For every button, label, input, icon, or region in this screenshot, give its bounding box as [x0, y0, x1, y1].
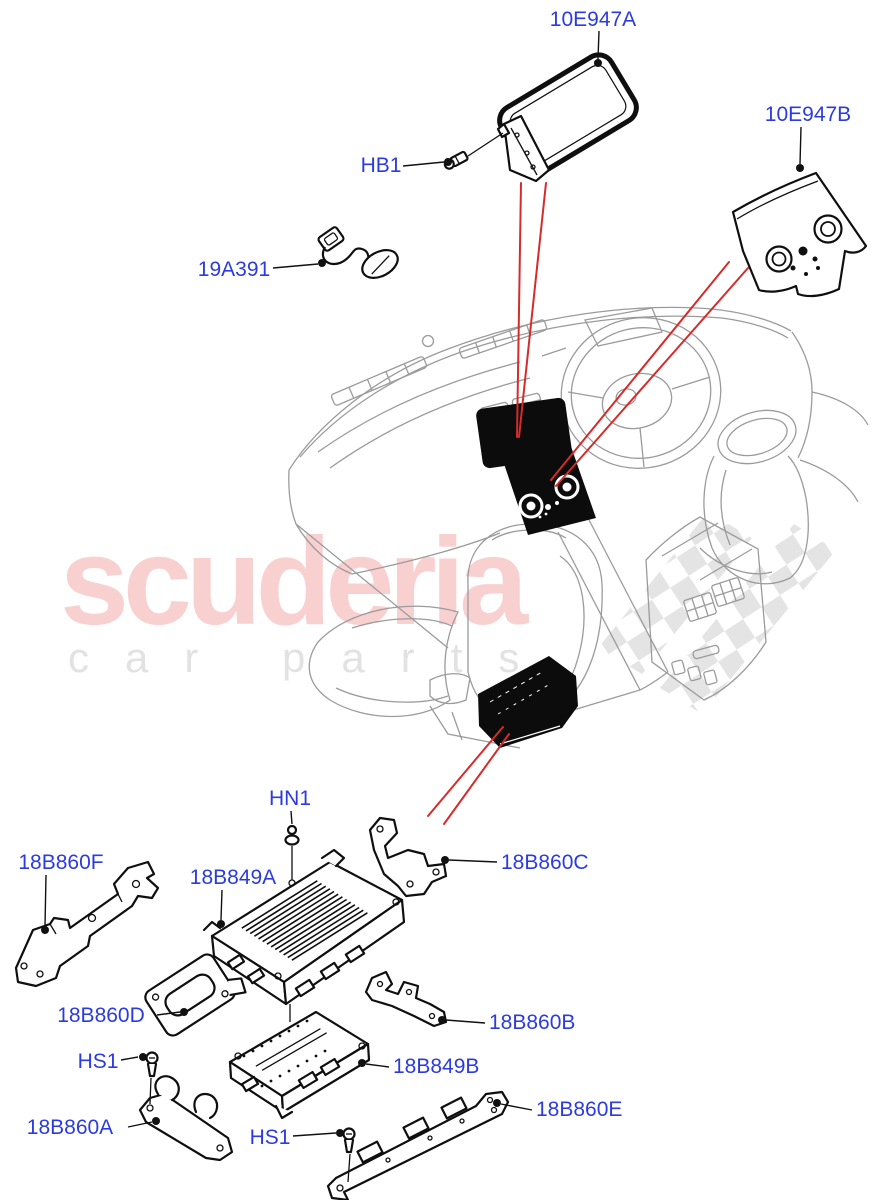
leader-line — [120, 1056, 139, 1061]
control-panel-drawing — [731, 171, 868, 298]
leader-line — [402, 161, 445, 167]
callout-18B849B: 18B849B — [358, 1055, 479, 1078]
callout-HB1: HB1 — [361, 154, 452, 177]
leader-dot — [41, 926, 49, 934]
part-label-18B860C[interactable]: 18B860C — [501, 851, 589, 874]
leader-dot — [217, 920, 225, 928]
leader-dot — [152, 1117, 160, 1125]
leader-dot — [438, 1016, 446, 1024]
leader-line — [448, 859, 498, 863]
callout-18B860E: 18B860E — [493, 1098, 622, 1121]
leader-line — [597, 30, 600, 60]
leader-line — [272, 263, 319, 269]
bracket-18B860B-drawing — [364, 970, 448, 1028]
callout-10E947A: 10E947A — [550, 8, 636, 67]
bracket-18B860E-drawing — [326, 1090, 510, 1200]
leader-dot — [358, 1059, 366, 1067]
red-locator-lines — [427, 182, 749, 825]
part-label-10E947B[interactable]: 10E947B — [765, 103, 851, 126]
leader-line — [290, 810, 293, 825]
callout-18B860F: 18B860F — [18, 851, 104, 934]
part-label-19A391[interactable]: 19A391 — [198, 258, 270, 281]
leader-line — [220, 889, 223, 921]
watermark: scuderia car parts — [60, 512, 836, 714]
checkered-flag-watermark — [598, 512, 836, 714]
leader-dot — [441, 856, 449, 864]
leader-line — [500, 1103, 533, 1111]
callout-HS1-upper: HS1 — [78, 1050, 147, 1073]
callout-18B860C: 18B860C — [441, 851, 589, 874]
part-label-18B860B[interactable]: 18B860B — [489, 1011, 575, 1034]
bracket-18B860A-drawing — [138, 1075, 234, 1162]
part-label-18B860A[interactable]: 18B860A — [27, 1116, 113, 1139]
display-unit-drawing — [467, 52, 639, 183]
part-label-18B860D[interactable]: 18B860D — [57, 1004, 145, 1027]
callout-HS1-lower: HS1 — [250, 1126, 344, 1149]
callouts: 10E947A 10E947B HB1 19A391 HN1 18B860F — [18, 8, 851, 1149]
leader-dot — [139, 1053, 147, 1061]
callout-HN1: HN1 — [269, 787, 311, 825]
bracket-18B860D-drawing — [144, 953, 247, 1037]
leader-dot — [180, 1008, 188, 1016]
bracket-18B860C-drawing — [368, 816, 448, 898]
part-label-HS1-upper[interactable]: HS1 — [78, 1050, 119, 1073]
passenger-seat-drawing — [699, 409, 809, 585]
part-label-18B860F[interactable]: 18B860F — [18, 851, 103, 874]
leader-line — [44, 874, 47, 927]
leader-dot — [796, 164, 804, 172]
part-label-HS1-lower[interactable]: HS1 — [250, 1126, 291, 1149]
dash-control-panel-highlight — [500, 438, 596, 535]
callout-18B860B: 18B860B — [438, 1011, 575, 1034]
part-label-18B860E[interactable]: 18B860E — [536, 1098, 622, 1121]
leader-line — [799, 126, 802, 165]
leader-line — [127, 1121, 153, 1128]
rear-console-drawing — [645, 516, 767, 701]
leader-line — [292, 1132, 337, 1137]
amplifier-18B849A-drawing — [202, 848, 406, 1022]
leader-line — [445, 1019, 486, 1024]
antenna-cable-drawing — [317, 226, 399, 279]
callout-18B849A: 18B849A — [190, 866, 276, 928]
callout-18B860D: 18B860D — [57, 1004, 188, 1027]
leader-dot — [594, 59, 602, 67]
callout-19A391: 19A391 — [198, 258, 326, 281]
car-interior-drawing — [288, 306, 869, 749]
leader-dot — [493, 1099, 501, 1107]
part-label-18B849A[interactable]: 18B849A — [190, 866, 276, 889]
leader-dot — [336, 1129, 344, 1137]
watermark-tagline: car parts — [68, 634, 555, 681]
part-label-HB1[interactable]: HB1 — [361, 154, 402, 177]
under-seat-amplifier-highlight — [478, 656, 578, 748]
leader-dot — [444, 158, 452, 166]
part-label-HN1[interactable]: HN1 — [269, 787, 311, 810]
leader-line — [156, 1011, 181, 1016]
bracket-18B860F-drawing — [14, 860, 160, 988]
nut-hn1-drawing — [284, 824, 300, 880]
part-label-18B849B[interactable]: 18B849B — [393, 1055, 479, 1078]
leader-dot — [318, 259, 326, 267]
callout-10E947B: 10E947B — [765, 103, 851, 172]
leader-line — [365, 1063, 390, 1068]
callout-18B860A: 18B860A — [27, 1116, 160, 1139]
part-label-10E947A[interactable]: 10E947A — [550, 8, 636, 31]
amplifier-18B849B-drawing — [228, 1010, 371, 1120]
watermark-brand: scuderia — [60, 513, 529, 651]
